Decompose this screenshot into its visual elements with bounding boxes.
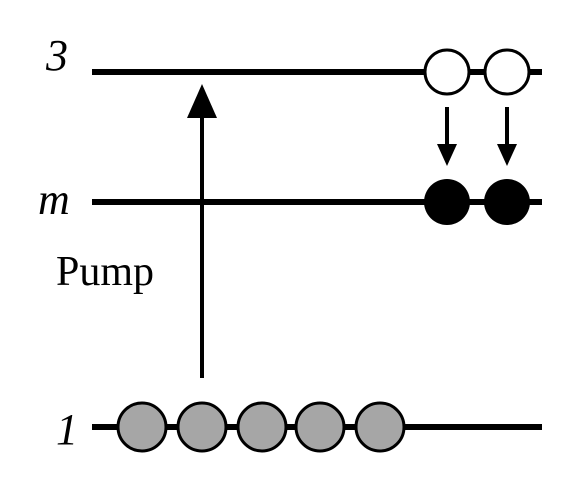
level-3-empty-states — [423, 48, 531, 96]
pump-arrow — [187, 84, 217, 378]
decay-arrow — [437, 107, 457, 166]
ground-state-circle — [354, 401, 406, 453]
filled-state-circle — [424, 179, 470, 225]
level-1-ground-states — [116, 401, 406, 453]
ground-state-circle — [236, 401, 288, 453]
level-m-filled-states — [424, 179, 530, 225]
decay-arrows — [437, 107, 517, 166]
ground-state-circle — [176, 401, 228, 453]
level-1-label: 1 — [56, 405, 78, 454]
empty-state-circle — [423, 48, 471, 96]
filled-state-circle — [484, 179, 530, 225]
empty-state-circle — [483, 48, 531, 96]
ground-state-circle — [116, 401, 168, 453]
decay-arrow — [497, 107, 517, 166]
pump-label: Pump — [56, 249, 154, 295]
level-3-label: 3 — [45, 31, 68, 80]
ground-state-circle — [294, 401, 346, 453]
level-m-label: m — [38, 175, 70, 224]
